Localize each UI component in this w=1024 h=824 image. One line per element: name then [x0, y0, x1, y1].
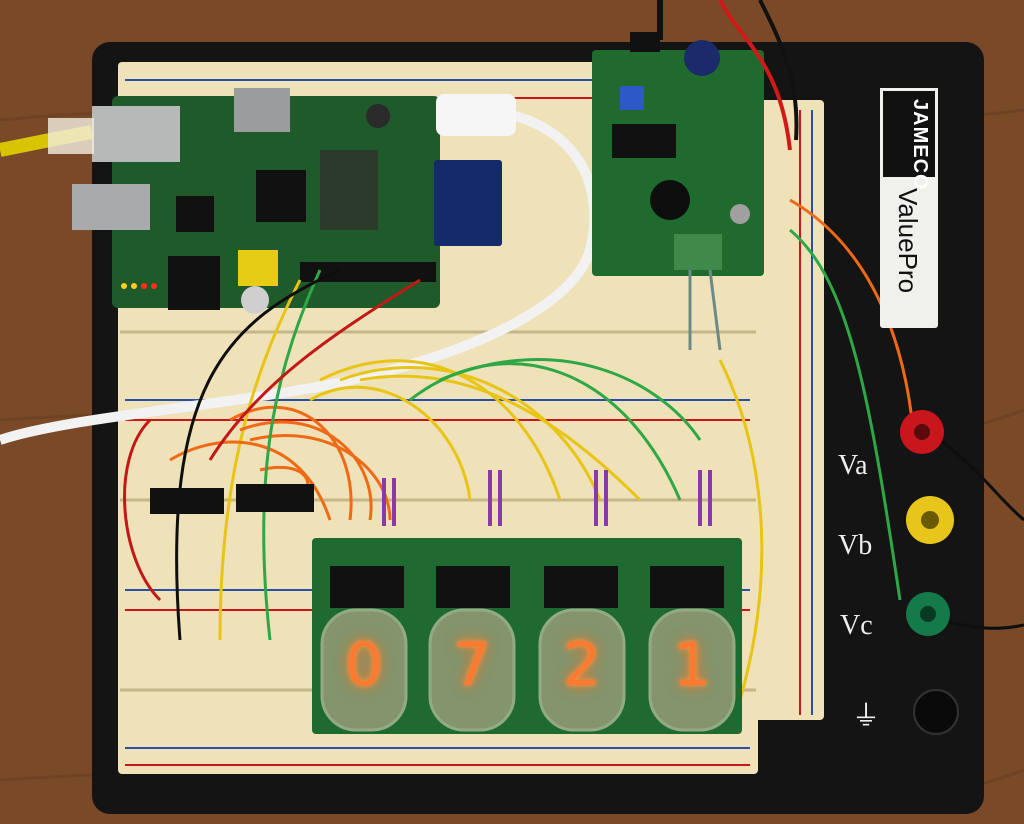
jameco-logo: JAMECO	[880, 88, 938, 191]
binding-post-black	[913, 689, 959, 735]
ground-symbol-icon: ⏚	[852, 701, 881, 732]
post-label-va: Va	[838, 450, 868, 481]
ic-chip	[236, 484, 314, 512]
audio-port	[168, 256, 220, 310]
hdmi-port	[234, 88, 290, 132]
hv-supply-board	[592, 32, 764, 276]
nixie-digit-4: 1	[672, 630, 712, 700]
model-name: ValuePro	[893, 188, 923, 294]
gpio-header	[300, 262, 436, 282]
usb-port	[72, 184, 150, 230]
jameco-brand-plate: JAMECO ValuePro	[880, 88, 938, 328]
post-label-vc: Vc	[840, 610, 873, 641]
binding-post-green	[906, 592, 950, 636]
jumper-wires	[123, 198, 1024, 701]
rca-port	[238, 250, 278, 286]
nixie-board	[312, 538, 742, 734]
soc-chip	[320, 150, 378, 230]
ethernet-port	[92, 106, 180, 162]
nixie-digit-2: 7	[452, 630, 492, 700]
raspberry-pi	[72, 88, 440, 314]
nixie-digit-1: 0	[344, 630, 384, 700]
binding-post-yellow	[906, 496, 954, 544]
nixie-digit-3: 2	[562, 630, 602, 700]
screw-terminal	[674, 234, 722, 270]
binding-post-red	[900, 410, 944, 454]
ic-chip	[150, 488, 224, 514]
nixie-tubes	[320, 608, 736, 732]
brand-name: JAMECO	[909, 99, 931, 191]
post-label-vb: Vb	[838, 530, 873, 561]
sd-card	[434, 160, 502, 246]
usb-power-cable	[0, 104, 600, 445]
